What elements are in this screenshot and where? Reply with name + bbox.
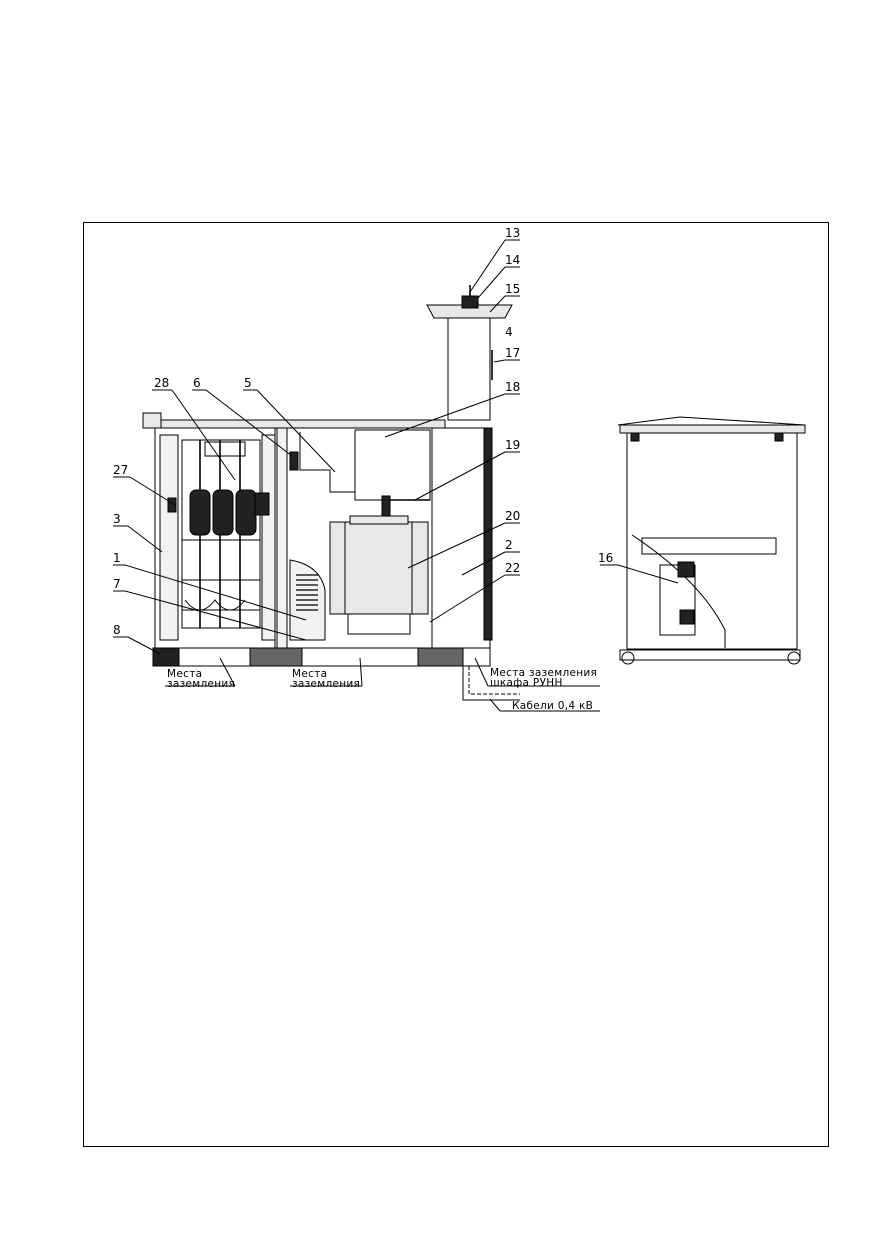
hv-door-left bbox=[159, 434, 179, 641]
callout-3: 3 bbox=[113, 512, 121, 526]
notes: Места заземления Места заземления Места … bbox=[167, 667, 597, 712]
note-ground-left-2: заземления bbox=[167, 678, 235, 690]
callout-2: 2 bbox=[505, 538, 513, 552]
side-roof bbox=[617, 416, 806, 426]
hv-inlet-cap bbox=[426, 304, 513, 319]
callout-1: 1 bbox=[113, 551, 121, 565]
note-ground-left-1: Места bbox=[167, 668, 202, 680]
roof-strip bbox=[144, 419, 446, 429]
note-ground-right-1: Места заземления bbox=[490, 667, 597, 679]
transformer-bushing bbox=[381, 495, 391, 517]
callout-27: 27 bbox=[113, 463, 128, 477]
hv-door-right bbox=[261, 434, 276, 641]
roof-corner-block bbox=[142, 412, 162, 429]
callout-15: 15 bbox=[505, 282, 520, 296]
callout-18: 18 bbox=[505, 380, 520, 394]
callout-28: 28 bbox=[154, 376, 169, 390]
drawing-frame bbox=[83, 222, 829, 1147]
leader-lines bbox=[113, 239, 679, 655]
callout-7: 7 bbox=[113, 577, 121, 591]
callout-13: 13 bbox=[505, 226, 520, 240]
fuse-3 bbox=[235, 489, 257, 536]
callout-16: 16 bbox=[598, 551, 613, 565]
note-ground-mid-1: Места bbox=[292, 668, 327, 680]
bushing-6 bbox=[289, 451, 299, 471]
callout-14: 14 bbox=[505, 253, 520, 267]
callout-17: 17 bbox=[505, 346, 520, 360]
operating-mechanism bbox=[254, 492, 270, 516]
hv-inlet-chimney bbox=[447, 311, 491, 421]
callout-22: 22 bbox=[505, 561, 520, 575]
front-view bbox=[142, 285, 520, 701]
callout-19: 19 bbox=[505, 438, 520, 452]
note-leaders bbox=[165, 657, 600, 712]
note-ground-mid-2: заземления bbox=[292, 678, 360, 690]
lv-box bbox=[354, 429, 431, 501]
switch-panel bbox=[181, 439, 261, 629]
part-16 bbox=[677, 561, 695, 578]
busbar-5 bbox=[299, 432, 355, 493]
callout-5: 5 bbox=[244, 376, 252, 390]
callout-6: 6 bbox=[193, 376, 201, 390]
note-cables: Кабели 0,4 кВ bbox=[512, 700, 593, 712]
callout-numbers: 13 14 15 4 17 18 28 6 5 19 27 20 3 2 1 2… bbox=[113, 226, 613, 637]
side-body bbox=[626, 432, 798, 650]
ground-pad-2 bbox=[249, 647, 303, 667]
side-view bbox=[617, 416, 806, 665]
callout-20: 20 bbox=[505, 509, 520, 523]
fuse-1 bbox=[189, 489, 211, 536]
callout-4: 4 bbox=[505, 325, 513, 339]
fuse-2 bbox=[212, 489, 234, 536]
ground-pad-3 bbox=[417, 647, 464, 667]
side-cutaway bbox=[631, 534, 726, 648]
side-base bbox=[619, 649, 801, 661]
note-ground-right-2: шкафа РУНН bbox=[490, 677, 563, 689]
ground-pad-1 bbox=[152, 647, 180, 667]
insulator-13 bbox=[461, 295, 479, 309]
lv-door-seal bbox=[483, 427, 493, 641]
callout-8: 8 bbox=[113, 623, 121, 637]
handle-27 bbox=[167, 497, 177, 513]
